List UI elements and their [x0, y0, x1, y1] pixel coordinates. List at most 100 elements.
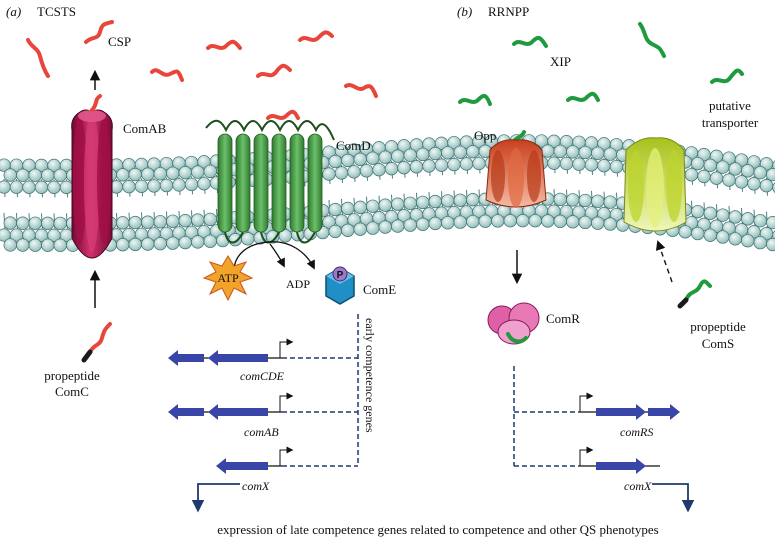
figure-caption: expression of late competence genes rela… [217, 522, 658, 537]
propeptide-coms-peptide [684, 279, 712, 302]
leader-sequence [677, 297, 689, 309]
lipid-head [691, 226, 705, 241]
lipid-head [22, 180, 36, 194]
lipid-head [472, 156, 486, 171]
lipid-head [172, 178, 186, 192]
lipid-head [516, 213, 530, 228]
comx-b-output-arrow [652, 483, 695, 513]
lipid-head [341, 201, 355, 216]
lipid-head [578, 145, 592, 160]
atp-burst [202, 255, 254, 302]
lipid-head [553, 214, 567, 228]
panel-a-tag: (a) [6, 4, 21, 19]
lipid-head [753, 166, 767, 180]
gene-cluster-comx-a [216, 446, 294, 474]
lipid-head [441, 146, 455, 160]
lipid-head [3, 238, 17, 252]
lipid-head [428, 216, 442, 231]
opp-transporter [485, 139, 547, 208]
panel-b-title: RRNPP [488, 4, 529, 19]
propeptide-coms-line1: propeptide [690, 319, 746, 334]
lipid-head [428, 146, 442, 161]
csp-label: CSP [108, 34, 131, 49]
lipid-head [766, 168, 775, 182]
lipid-head [716, 160, 730, 174]
lipid-head [3, 168, 17, 182]
lipid-head [53, 216, 67, 230]
lipid-head [741, 212, 755, 226]
lipid-head [128, 215, 142, 230]
lipid-head [572, 157, 586, 171]
atp-label: ATP [217, 271, 239, 285]
lipid-head [347, 165, 361, 179]
lipid-head [366, 199, 380, 213]
lipid-head [366, 221, 380, 235]
lipid-head [703, 206, 717, 220]
lipid-head [153, 167, 167, 181]
csp-peptides [26, 20, 378, 120]
lipid-head [391, 197, 405, 211]
lipid-head [116, 168, 130, 182]
comr-label: ComR [546, 311, 580, 326]
lipid-head [53, 238, 67, 252]
lipid-head [691, 204, 705, 219]
lipid-head [403, 148, 417, 162]
comd-label: ComD [336, 138, 371, 153]
comab-transporter [71, 109, 113, 259]
lipid-head [728, 162, 742, 176]
transporter-label-line1: putative [709, 98, 751, 113]
lipid-head [741, 234, 755, 248]
lipid-head [491, 214, 505, 228]
transporter-label-line2: transporter [702, 115, 759, 130]
lipid-head [191, 165, 205, 179]
xip-peptide [566, 91, 600, 102]
putative-transporter [623, 137, 687, 232]
lipid-head [766, 237, 775, 252]
lipid-head [553, 192, 567, 207]
lipid-head [566, 193, 580, 207]
lipid-head [3, 216, 17, 230]
lipid-head [378, 220, 392, 234]
lipid-head [503, 214, 517, 228]
lipid-head [178, 214, 192, 228]
lipid-head [416, 217, 430, 231]
lipid-head [203, 212, 217, 227]
lipid-head [441, 216, 455, 230]
lipid-head [466, 193, 480, 207]
gene-comab-label: comAB [244, 425, 279, 439]
early-genes-label: early competence genes [363, 318, 377, 433]
lipid-head [116, 238, 130, 252]
gene-cluster-comab [168, 392, 294, 420]
lipid-head [391, 219, 405, 233]
lipid-head [59, 180, 74, 194]
lipid-head [716, 208, 730, 222]
lipid-head [372, 163, 386, 177]
lipid-head [603, 147, 617, 161]
lipid-head [591, 146, 605, 160]
lipid-head [153, 215, 167, 229]
gene-cluster-comrs [578, 392, 680, 420]
coms-export-arrow [655, 240, 673, 283]
lipid-head [441, 194, 455, 208]
lipid-head [341, 153, 355, 168]
lipid-head [391, 149, 405, 163]
lipid-head [328, 224, 342, 239]
lipid-head [166, 166, 180, 180]
propeptide-comc-line2: ComC [55, 384, 89, 399]
lipid-head [41, 168, 55, 182]
lipid-head [609, 159, 624, 174]
lipid-head [416, 195, 430, 210]
lipid-head [0, 180, 11, 194]
lipid-head [166, 236, 180, 250]
lipid-head [559, 156, 574, 171]
comab-label: ComAB [123, 121, 167, 136]
lipid-head [141, 167, 155, 181]
lipid-head [409, 160, 424, 174]
lipid-head [141, 237, 155, 251]
lipid-head [122, 180, 136, 194]
lipid-head [434, 158, 449, 172]
csp-peptide [256, 63, 292, 78]
lipid-head [541, 144, 555, 158]
csp-peptide [150, 68, 184, 82]
lipid-head [328, 202, 342, 217]
